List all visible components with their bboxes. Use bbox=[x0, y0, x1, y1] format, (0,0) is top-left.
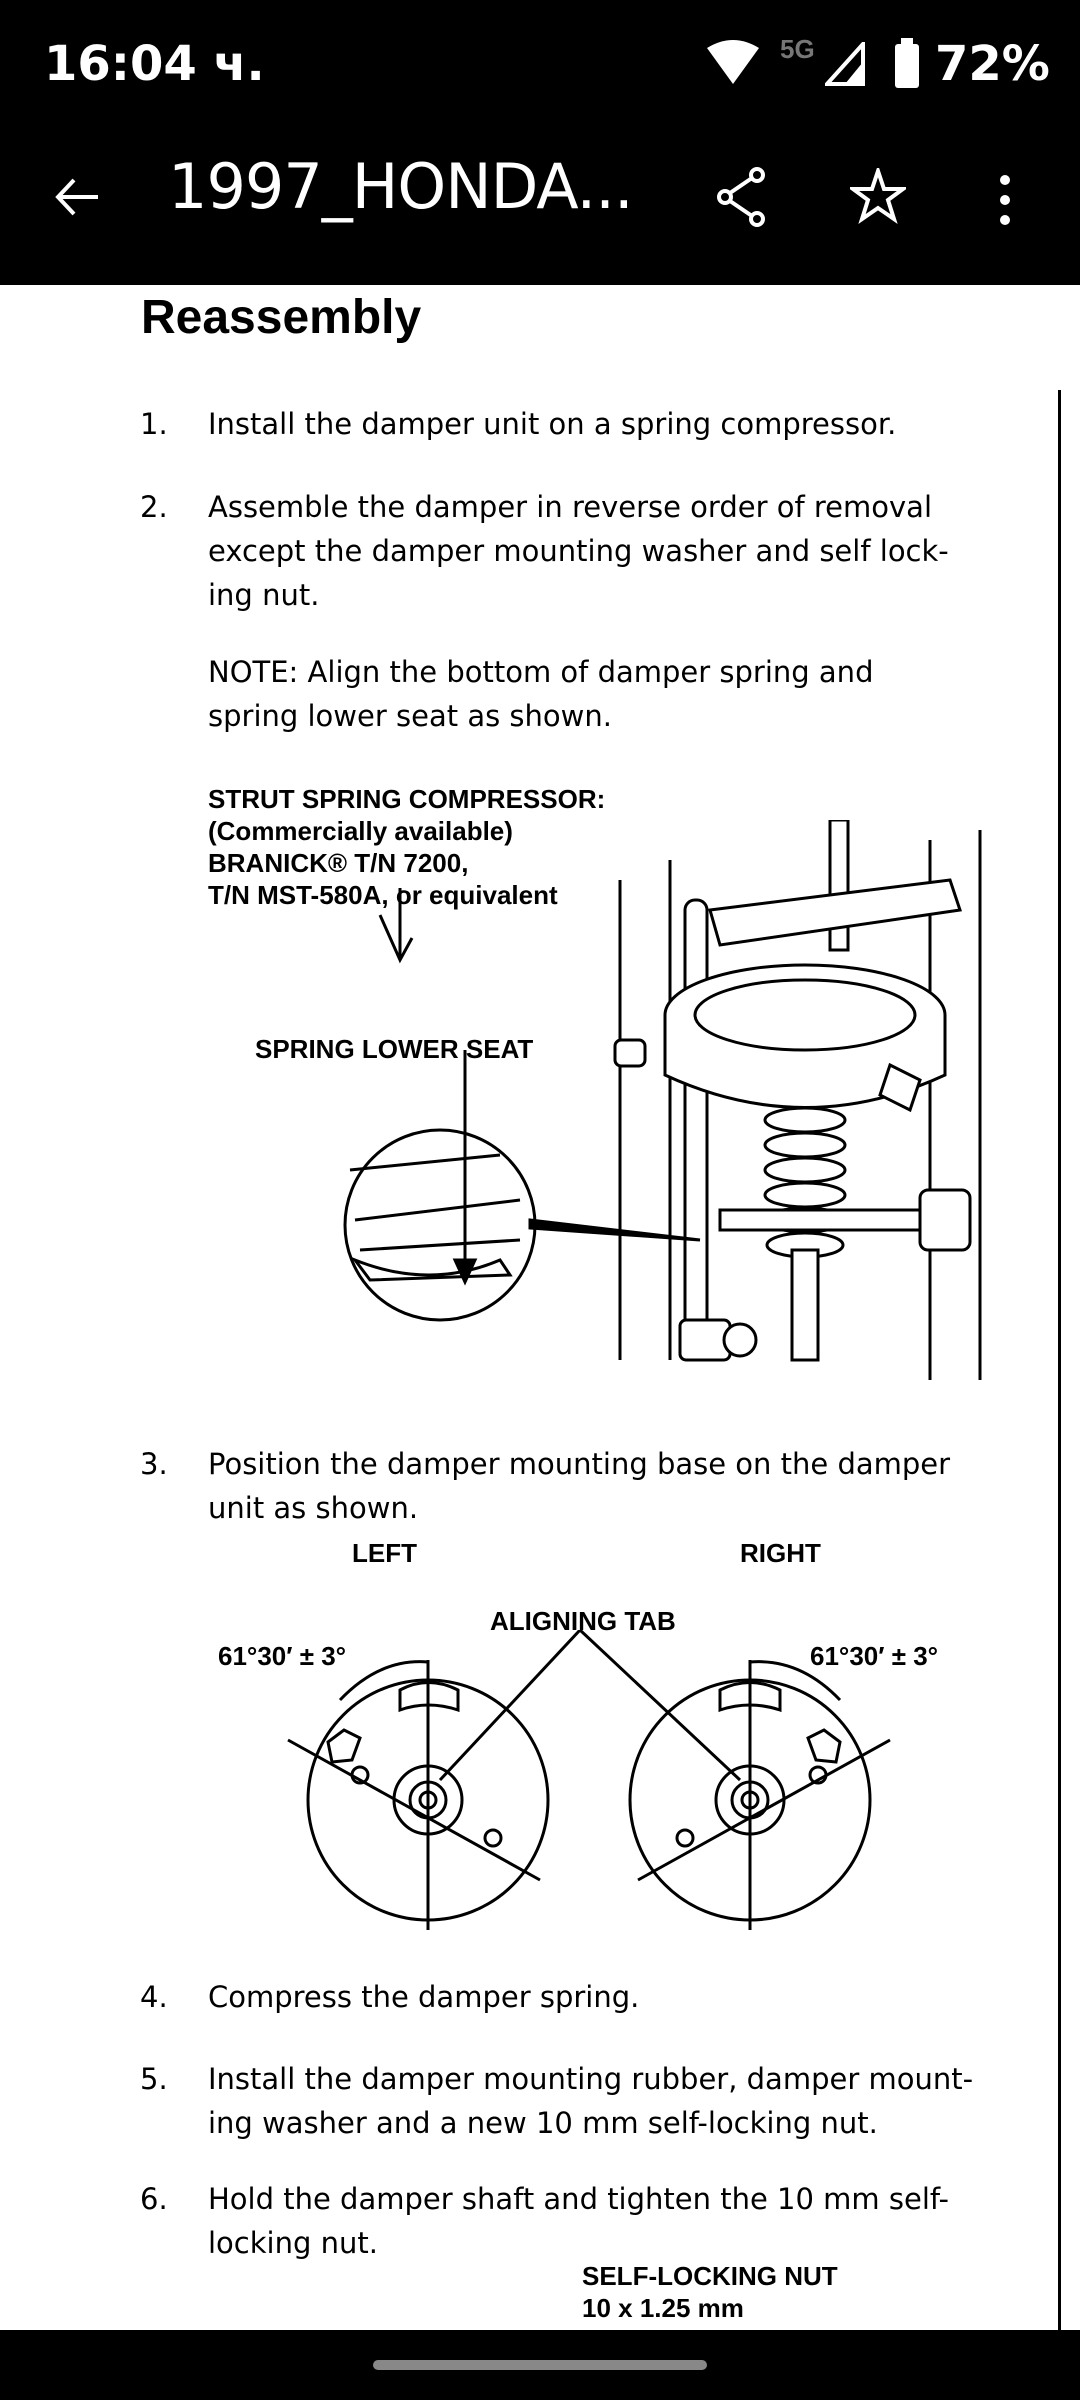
step-line: Position the damper mounting base on the… bbox=[208, 1447, 951, 1481]
status-bar: 16:04 ч. 5G 72% bbox=[0, 0, 1080, 130]
network-type: 5G bbox=[780, 34, 815, 64]
step-line: unit as shown. bbox=[208, 1491, 419, 1525]
star-icon[interactable] bbox=[850, 168, 906, 224]
step-number: 2. bbox=[140, 490, 168, 524]
step-5: Install the damper mounting rubber, damp… bbox=[208, 2057, 1008, 2145]
label-line: (Commercially available) bbox=[208, 816, 513, 846]
step-line: Install the damper unit on a spring comp… bbox=[208, 407, 897, 441]
note-line: NOTE: Align the bottom of damper spring … bbox=[208, 655, 874, 689]
battery-icon bbox=[895, 38, 919, 88]
document-title: 1997_HONDA... bbox=[168, 150, 634, 223]
step-line: Assemble the damper in reverse order of … bbox=[208, 490, 933, 524]
label-line: SELF-LOCKING NUT bbox=[582, 2261, 838, 2291]
step-6: Hold the damper shaft and tighten the 10… bbox=[208, 2177, 1008, 2265]
note: NOTE: Align the bottom of damper spring … bbox=[208, 650, 1008, 738]
label-line: 10 x 1.25 mm bbox=[582, 2293, 744, 2323]
home-gesture-handle[interactable] bbox=[373, 2360, 707, 2370]
app-bar: 1997_HONDA... bbox=[0, 130, 1080, 285]
compressor-label: STRUT SPRING COMPRESSOR: (Commercially a… bbox=[208, 783, 605, 911]
step-4: Compress the damper spring. bbox=[208, 1975, 1008, 2019]
battery-level: 72% bbox=[935, 36, 1050, 92]
signal-icon bbox=[825, 42, 865, 86]
page-margin-line bbox=[1058, 390, 1061, 2330]
step-line: Compress the damper spring. bbox=[208, 1980, 640, 2014]
mounting-base-illustration bbox=[287, 1630, 891, 1930]
section-heading: Reassembly bbox=[141, 291, 422, 344]
more-vert-icon[interactable] bbox=[995, 172, 1015, 228]
step-number: 1. bbox=[140, 407, 168, 441]
back-arrow-icon[interactable] bbox=[52, 172, 102, 222]
label-line: STRUT SPRING COMPRESSOR: bbox=[208, 784, 606, 814]
step-number: 6. bbox=[140, 2182, 168, 2216]
step-number: 5. bbox=[140, 2062, 168, 2096]
wifi-icon bbox=[707, 40, 759, 84]
label-line: BRANICK® T/N 7200, bbox=[208, 848, 469, 878]
angle-left-label: 61°30′ ± 3° bbox=[218, 1641, 347, 1671]
share-icon[interactable] bbox=[715, 166, 771, 228]
spring-compressor-illustration bbox=[343, 820, 982, 1380]
step-line: Install the damper mounting rubber, damp… bbox=[208, 2062, 974, 2096]
right-label: RIGHT bbox=[740, 1538, 821, 1568]
step-1: Install the damper unit on a spring comp… bbox=[208, 402, 1008, 446]
step-line: ing washer and a new 10 mm self-locking … bbox=[208, 2106, 878, 2140]
spring-seat-label: SPRING LOWER SEAT bbox=[255, 1034, 534, 1064]
status-time: 16:04 ч. bbox=[44, 36, 265, 92]
step-number: 3. bbox=[140, 1447, 168, 1481]
step-3: Position the damper mounting base on the… bbox=[208, 1442, 1008, 1530]
step-line: ing nut. bbox=[208, 578, 320, 612]
step-line: except the damper mounting washer and se… bbox=[208, 534, 949, 568]
angle-right-label: 61°30′ ± 3° bbox=[810, 1641, 939, 1671]
step-line: locking nut. bbox=[208, 2226, 378, 2260]
note-line: spring lower seat as shown. bbox=[208, 699, 612, 733]
label-line: T/N MST-580A, or equivalent bbox=[208, 880, 558, 910]
step-2: Assemble the damper in reverse order of … bbox=[208, 485, 1008, 617]
step-line: Hold the damper shaft and tighten the 10… bbox=[208, 2182, 949, 2216]
self-locking-nut-label: SELF-LOCKING NUT 10 x 1.25 mm bbox=[582, 2260, 838, 2324]
left-label: LEFT bbox=[352, 1538, 417, 1568]
step-number: 4. bbox=[140, 1980, 168, 2014]
